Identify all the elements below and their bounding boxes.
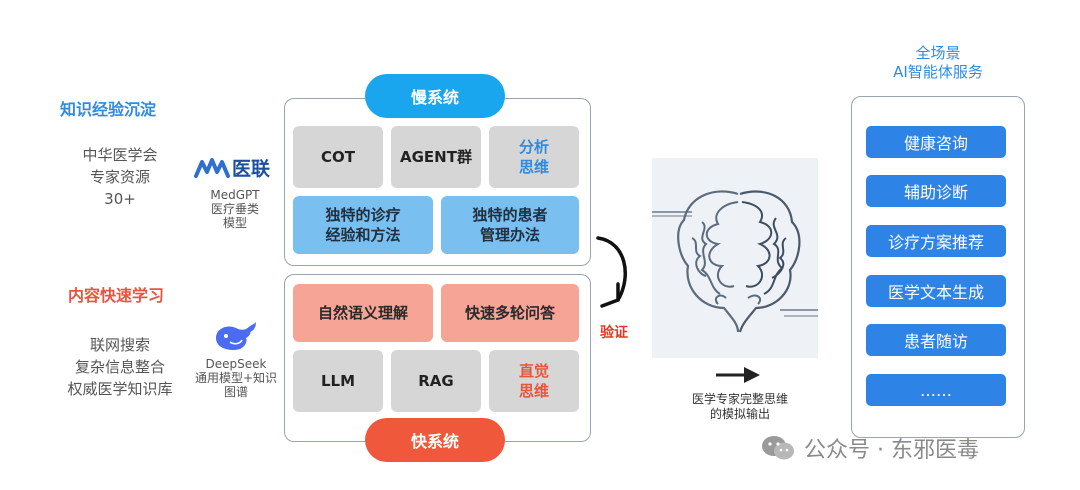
llm-cell: LLM [293, 350, 383, 412]
rag-cell: RAG [391, 350, 481, 412]
brain-caption: 医学专家完整思维 的模拟输出 [660, 392, 820, 422]
deepseek-text: DeepSeek 通用模型+知识 图谱 [186, 357, 286, 399]
service-aux-diagnosis: 辅助诊断 [866, 175, 1006, 207]
service-treatment-plan: 诊疗方案推荐 [866, 225, 1006, 257]
brain-caption-line: 医学专家完整思维 [691, 392, 788, 406]
medlink-logo-text: 医联 [232, 157, 271, 180]
agent-group-cell: AGENT群 [391, 126, 481, 188]
watermark-text: 公众号 · 东邪医毒 [804, 438, 979, 463]
knowledge-line: 30+ [104, 190, 136, 208]
service-text-generation: 医学文本生成 [866, 275, 1006, 307]
output-arrow-icon [716, 366, 760, 388]
medgpt-text: MedGPT 医疗垂类 模型 [190, 188, 280, 230]
cot-cell: COT [293, 126, 383, 188]
multi-turn-qa-cell: 快速多轮问答 [441, 284, 579, 342]
slow-system-label: 慢系统 [365, 74, 505, 118]
medgpt-line: 模型 [222, 216, 247, 230]
content-line: 联网搜索 [89, 336, 150, 354]
content-line: 复杂信息整合 [74, 358, 165, 376]
verify-label: 验证 [600, 325, 628, 341]
medlink-logo: 医联 [194, 152, 280, 182]
deepseek-line: 通用模型+知识 [194, 371, 278, 385]
content-title: 内容快速学习 [68, 286, 165, 305]
medgpt-line: 医疗垂类 [210, 202, 259, 216]
fast-system-label: 快系统 [365, 418, 505, 462]
verify-arrow-icon [592, 232, 636, 320]
watermark: 公众号 · 东邪医毒 [760, 432, 979, 464]
deepseek-line: DeepSeek [205, 357, 267, 371]
service-patient-followup: 患者随访 [866, 324, 1006, 356]
analytic-thinking-cell: 分析 思维 [489, 126, 579, 188]
service-more: …… [866, 374, 1006, 406]
deepseek-line: 图谱 [223, 385, 248, 399]
content-text: 联网搜索 复杂信息整合 权威医学知识库 [60, 334, 180, 400]
medlink-icon [194, 158, 230, 178]
services-title-line: 全场景 [915, 44, 961, 62]
knowledge-line: 中华医学会 [82, 146, 158, 164]
brain-icon [652, 190, 818, 333]
medgpt-line: MedGPT [210, 188, 260, 202]
knowledge-text: 中华医学会 专家资源 30+ [70, 144, 170, 210]
deepseek-whale-icon [212, 320, 258, 358]
services-title: 全场景 AI智能体服务 [858, 44, 1018, 82]
knowledge-line: 专家资源 [89, 168, 150, 186]
service-health-consult: 健康咨询 [866, 126, 1006, 158]
nlu-cell: 自然语义理解 [293, 284, 433, 342]
brain-caption-line: 的模拟输出 [709, 407, 770, 421]
services-title-line: AI智能体服务 [893, 63, 983, 81]
content-line: 权威医学知识库 [67, 380, 173, 398]
diagnosis-experience-cell: 独特的诊疗 经验和方法 [293, 196, 433, 254]
brain-image [652, 158, 818, 358]
knowledge-title: 知识经验沉淀 [60, 100, 157, 119]
intuitive-thinking-cell: 直觉 思维 [489, 350, 579, 412]
wechat-icon [762, 436, 794, 460]
patient-management-cell: 独特的患者 管理办法 [441, 196, 579, 254]
